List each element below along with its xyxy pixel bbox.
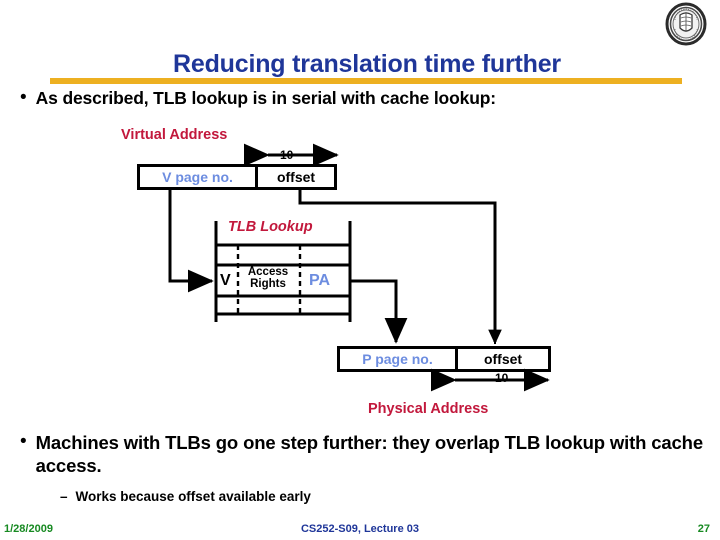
bullet-text-2: Machines with TLBs go one step further: … [35,432,703,476]
tlb-access-rights-line1: Access [247,266,289,278]
tlb-valid-bit-cell: V [220,272,231,289]
vpage-to-tlb-connector [168,190,214,293]
university-seal-logo [665,2,707,46]
bullet-marker-icon: • [20,87,27,108]
physical-offset-field: offset [483,351,523,367]
sub-bullet-item: – Works because offset available early [60,489,311,505]
footer-page-number: 27 [697,523,710,535]
tlb-access-rights-cell: Access Rights [241,266,295,290]
slide-title: Reducing translation time further [173,50,561,78]
bullet-marker-icon-2: • [20,431,27,452]
bullet-item-1: • As described, TLB lookup is in serial … [20,88,710,110]
title-underline-rule [50,78,682,84]
physical-address-box: P page no. offset [337,346,551,372]
virtual-address-box: V page no. offset [137,164,337,190]
bullet-item-2: • Machines with TLBs go one step further… [20,432,720,478]
physical-page-number-field: P page no. [340,349,458,369]
virtual-page-number-field: V page no. [140,167,258,187]
offset-to-physical-connector [298,190,502,345]
top-dimension-label: 10 [280,148,294,162]
sub-bullet-text: Works because offset available early [75,489,311,504]
tlb-physical-address-cell: PA [309,272,331,289]
bullet-text-1: As described, TLB lookup is in serial wi… [35,88,496,108]
tlb-access-rights-line2: Rights [250,277,286,290]
sub-bullet-marker-icon: – [60,489,68,504]
footer-course-label: CS252-S09, Lecture 03 [300,523,419,535]
pa-to-physical-connector [350,279,408,344]
tlb-lookup-label: TLB Lookup [228,219,313,235]
virtual-offset-field: offset [276,169,316,185]
virtual-address-label: Virtual Address [121,127,228,143]
bottom-dimension-label: 10 [495,371,509,385]
physical-address-label: Physical Address [368,401,489,417]
footer-date: 1/28/2009 [4,523,53,535]
